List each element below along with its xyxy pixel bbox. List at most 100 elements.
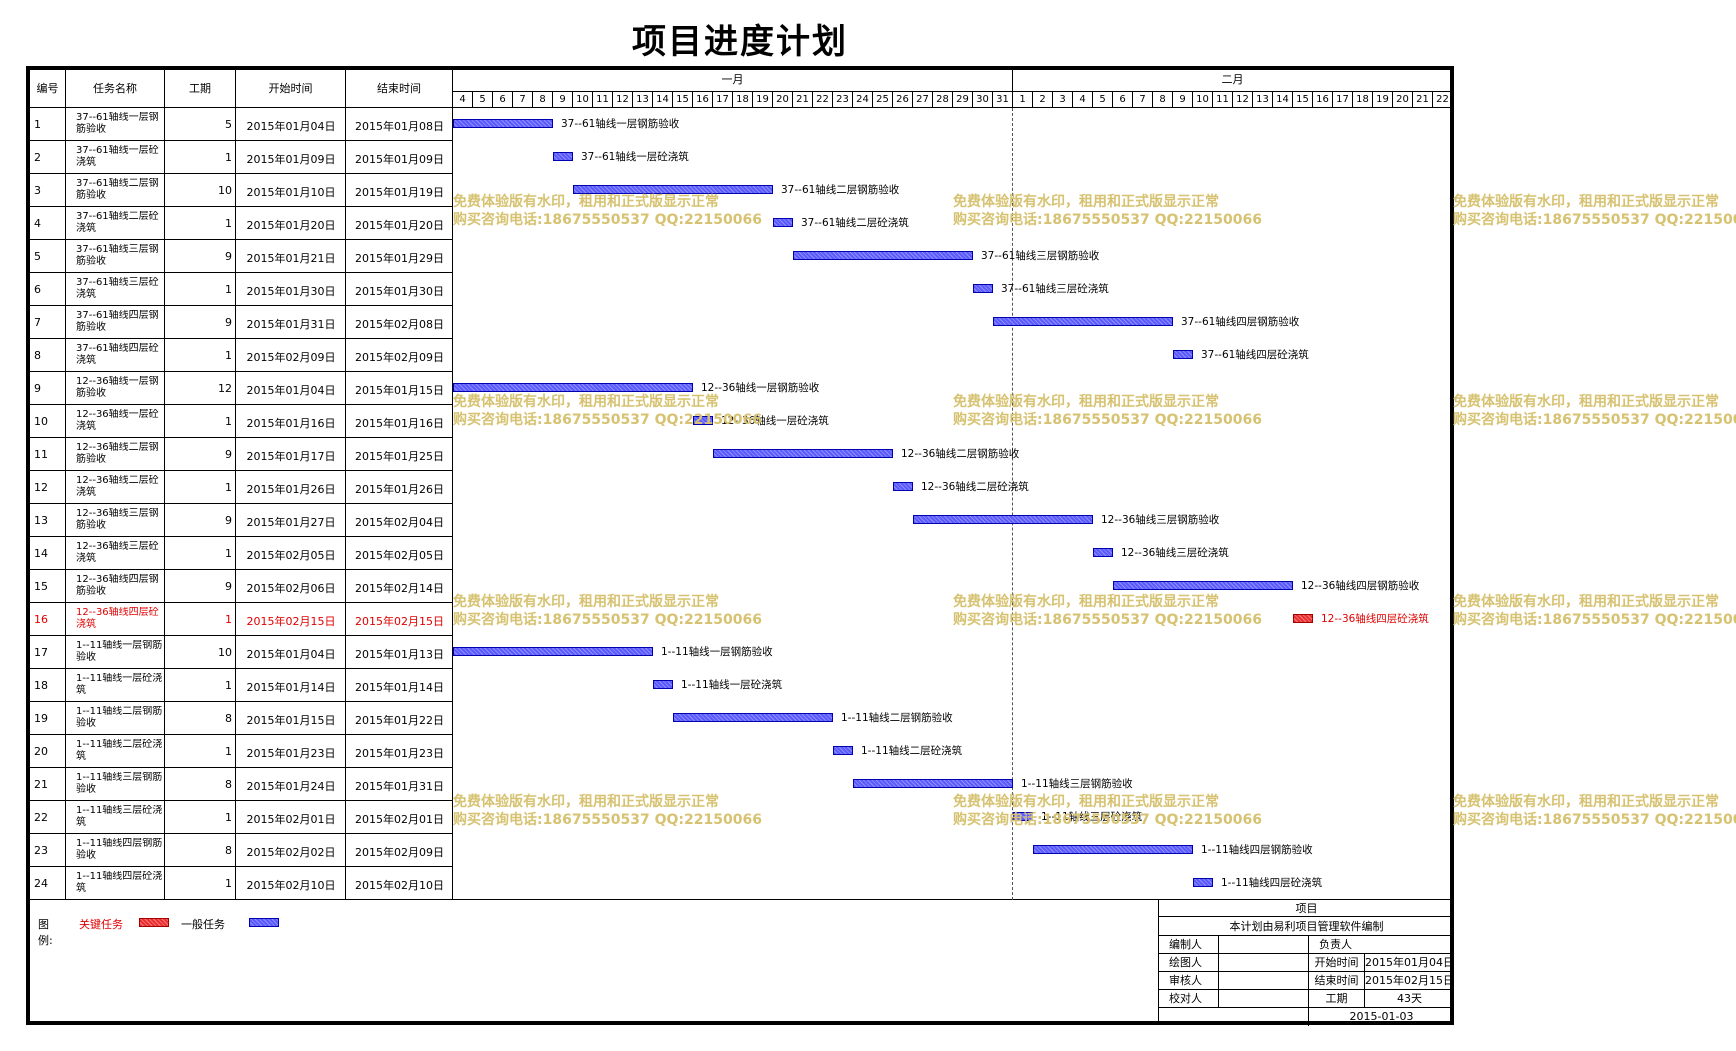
gantt-bar-label: 12--36轴线四层钢筋验收 [1301,580,1420,592]
task-start: 2015年02月09日 [246,351,336,364]
gantt-bar[interactable] [893,482,913,491]
day-header: 22 [813,92,833,108]
task-end: 2015年01月16日 [355,417,444,430]
day-header: 3 [1053,92,1073,108]
day-header: 18 [733,92,753,108]
task-duration: 1 [225,415,232,428]
day-header: 8 [1153,92,1173,108]
gantt-bar[interactable] [1013,812,1033,821]
gantt-bar[interactable] [853,779,1013,788]
gantt-bar-label: 37--61轴线三层砼浇筑 [1001,283,1109,295]
gantt-bar[interactable] [453,383,693,392]
task-end: 2015年02月15日 [355,615,444,628]
task-id: 3 [34,184,41,197]
day-header: 23 [833,92,853,108]
task-name: 1--11轴线一层砼浇筑 [76,673,163,696]
task-end: 2015年01月20日 [355,219,444,232]
gantt-bar[interactable] [553,152,573,161]
task-id: 21 [34,778,48,791]
duration-label: 工期 [1309,990,1365,1008]
gantt-bar-label: 12--36轴线三层砼浇筑 [1121,547,1229,559]
task-name: 37--61轴线三层砼浇筑 [76,277,159,300]
gantt-bar[interactable] [1173,350,1193,359]
gantt-bar[interactable] [453,647,653,656]
task-duration: 9 [225,316,232,329]
gantt-bar-label: 12--36轴线一层钢筋验收 [701,382,820,394]
gantt-bar[interactable] [773,218,793,227]
task-end: 2015年01月19日 [355,186,444,199]
row-line [30,371,453,372]
task-id: 5 [34,250,41,263]
task-end: 2015年02月09日 [355,351,444,364]
gantt-bar[interactable] [1093,548,1113,557]
gantt-bar[interactable] [1113,581,1293,590]
gantt-bar[interactable] [833,746,853,755]
gantt-bar[interactable] [673,713,833,722]
task-start: 2015年01月23日 [246,747,336,760]
watermark-text: 免费体验版有水印，租用和正式版显示正常购买咨询电话:18675550537 QQ… [453,793,762,829]
day-header: 7 [1133,92,1153,108]
column-line [345,70,346,900]
row-line [30,701,453,702]
task-start: 2015年01月31日 [246,318,336,331]
gantt-bar[interactable] [1193,878,1213,887]
task-id: 13 [34,514,48,527]
column-header-start: 开始时间 [236,70,346,108]
gantt-bar-label: 12--36轴线四层砼浇筑 [1321,613,1429,625]
gantt-bar[interactable] [693,416,713,425]
task-id: 23 [34,844,48,857]
gantt-bar[interactable] [1293,614,1313,623]
day-header: 11 [593,92,613,108]
task-end: 2015年01月08日 [355,120,444,133]
day-header: 22 [1433,92,1453,108]
gantt-bar[interactable] [573,185,773,194]
day-header: 15 [673,92,693,108]
gantt-bar[interactable] [1033,845,1193,854]
task-id: 14 [34,547,48,560]
task-name: 12--36轴线一层钢筋验收 [76,376,159,399]
watermark-line-1: 免费体验版有水印，租用和正式版显示正常 [1453,194,1719,210]
watermark-line-2: 购买咨询电话:18675550537 QQ:22150066 [953,212,1262,228]
task-end: 2015年01月31日 [355,780,444,793]
day-header: 20 [773,92,793,108]
watermark-line-1: 免费体验版有水印，租用和正式版显示正常 [453,794,719,810]
task-end: 2015年02月10日 [355,879,444,892]
gantt-bar[interactable] [713,449,893,458]
task-duration: 1 [225,613,232,626]
day-header: 1 [1013,92,1033,108]
title-block: 项目 本计划由易利项目管理软件编制 编制人 负责人 绘图人 开始时间 2015年… [1158,899,1454,1026]
task-duration: 1 [225,811,232,824]
row-line [30,437,453,438]
legend-normal-swatch [249,918,279,927]
day-header: 27 [913,92,933,108]
task-name: 12--36轴线二层砼浇筑 [76,475,159,498]
gantt-bar-label: 1--11轴线二层钢筋验收 [841,712,953,724]
task-end: 2015年01月15日 [355,384,444,397]
task-start: 2015年01月04日 [246,120,336,133]
watermark-line-1: 免费体验版有水印，租用和正式版显示正常 [953,394,1219,410]
column-line [65,70,66,900]
task-duration: 9 [225,448,232,461]
gantt-bar[interactable] [793,251,973,260]
task-duration: 9 [225,580,232,593]
day-header: 4 [453,92,473,108]
watermark-text: 免费体验版有水印，租用和正式版显示正常购买咨询电话:18675550537 QQ… [1453,193,1736,229]
watermark-text: 免费体验版有水印，租用和正式版显示正常购买咨询电话:18675550537 QQ… [1453,393,1736,429]
gantt-bar[interactable] [973,284,993,293]
gantt-bar[interactable] [453,119,553,128]
task-id: 8 [34,349,41,362]
gantt-bar[interactable] [913,515,1093,524]
day-header: 14 [653,92,673,108]
gantt-bar[interactable] [993,317,1173,326]
task-name: 1--11轴线二层钢筋验收 [76,706,163,729]
task-start: 2015年02月05日 [246,549,336,562]
task-id: 9 [34,382,41,395]
gantt-bar[interactable] [653,680,673,689]
